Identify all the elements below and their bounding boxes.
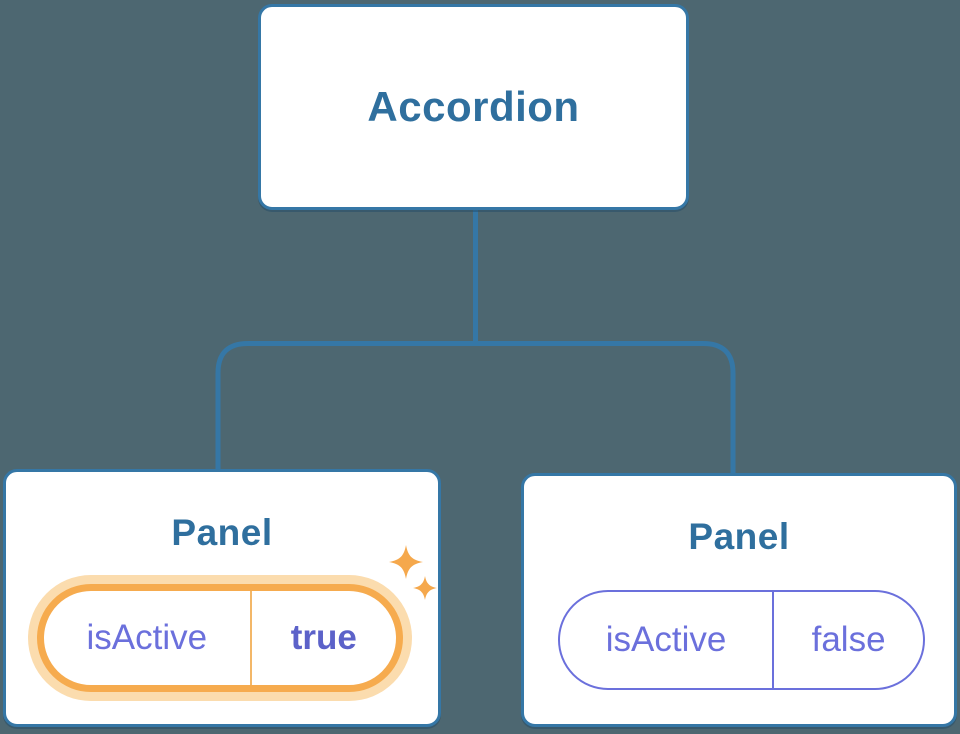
panel-label: Panel: [688, 516, 790, 557]
state-pill-inactive: isActive false: [558, 590, 925, 690]
panel-node-inactive: Panel isActive false: [521, 473, 957, 727]
state-key: isActive: [560, 592, 775, 688]
panel-node-active: Panel isActive true: [3, 469, 441, 727]
state-pill-active: isActive true: [37, 584, 403, 692]
accordion-node: Accordion: [258, 4, 689, 210]
accordion-node-label: Accordion: [367, 83, 580, 130]
panel-label: Panel: [171, 512, 273, 553]
state-key: isActive: [44, 591, 252, 685]
state-value: true: [290, 618, 357, 657]
state-value: false: [811, 620, 886, 659]
